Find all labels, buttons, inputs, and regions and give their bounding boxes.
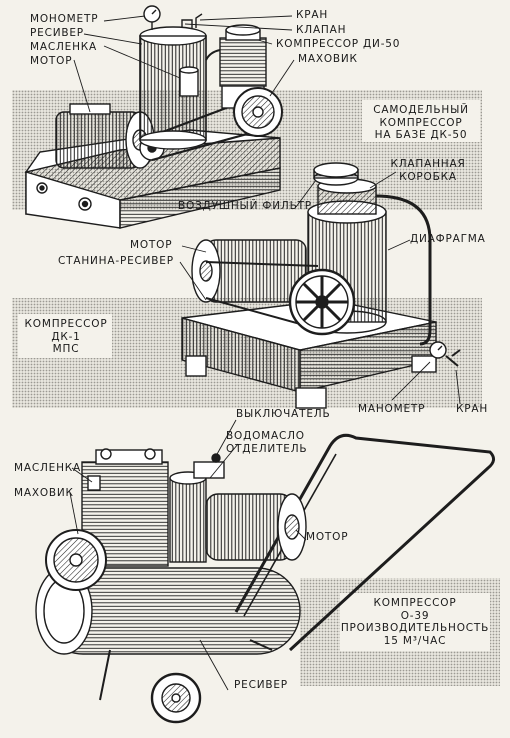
- caption-line: САМОДЕЛЬНЫЙ: [373, 104, 469, 116]
- label-manometer-mid: МАНОМЕТР: [358, 403, 426, 415]
- label-valve-top: КЛАПАН: [296, 24, 347, 36]
- label-switch: ВЫКЛЮЧАТЕЛЬ: [236, 408, 331, 420]
- label-manometer-top: МОНОМЕТР: [30, 13, 99, 25]
- label-diaphragm: ДИАФРАГМА: [410, 233, 486, 245]
- label-oiler-bottom: МАСЛЕНКА: [14, 462, 82, 474]
- label-compressor-di50: КОМПРЕССОР ДИ-50: [276, 38, 401, 50]
- label-tap-top: КРАН: [296, 9, 329, 21]
- label-separator-line: ОТДЕЛИТЕЛЬ: [226, 442, 308, 455]
- label-receiver-bottom: РЕСИВЕР: [234, 679, 288, 691]
- caption-line: О-39: [400, 609, 430, 622]
- label-water-oil-separator: ВОДОМАСЛО ОТДЕЛИТЕЛЬ: [226, 430, 324, 455]
- caption-line: КОМПРЕССОР: [373, 597, 457, 609]
- label-frame-receiver: СТАНИНА-РЕСИВЕР: [58, 255, 174, 267]
- caption-dk1-compressor: КОМПРЕССОР ДК-1 МПС: [22, 318, 110, 356]
- caption-line: НА БАЗЕ ДК-50: [374, 129, 468, 142]
- caption-homemade-compressor: САМОДЕЛЬНЫЙ КОМПРЕССОР НА БАЗЕ ДК-50: [364, 104, 478, 142]
- label-flywheel-bottom: МАХОВИК: [14, 487, 74, 499]
- label-flywheel-top: МАХОВИК: [298, 53, 358, 65]
- label-motor-top: МОТОР: [30, 55, 73, 67]
- label-motor-mid: МОТОР: [130, 239, 173, 251]
- label-motor-bottom: МОТОР: [306, 531, 349, 543]
- label-air-filter: ВОЗДУШНЫЙ ФИЛЬТР: [178, 200, 312, 212]
- homemade-compressor-drawing: [24, 5, 283, 229]
- caption-line: КОМПРЕССОР: [379, 116, 463, 129]
- caption-o39-compressor: КОМПРЕССОР О-39 ПРОИЗВОДИТЕЛЬНОСТЬ 15 М³…: [340, 597, 490, 647]
- label-oiler-top: МАСЛЕНКА: [30, 41, 98, 53]
- caption-line: 15 М³/ЧАС: [383, 634, 447, 647]
- label-valve-box-line: КЛАПАННАЯ: [390, 158, 466, 170]
- caption-line: МПС: [52, 343, 80, 356]
- caption-line: ДК-1: [51, 330, 81, 343]
- label-valve-box-line: КОРОБКА: [399, 170, 457, 183]
- o39-compressor-drawing: [35, 433, 495, 724]
- label-separator-line: ВОДОМАСЛО: [226, 430, 305, 442]
- caption-line: ПРОИЗВОДИТЕЛЬНОСТЬ: [340, 622, 490, 635]
- label-valve-box: КЛАПАННАЯ КОРОБКА: [388, 158, 468, 183]
- leader-lines: [69, 15, 461, 691]
- dk1-compressor-drawing: [181, 162, 461, 409]
- label-receiver-top: РЕСИВЕР: [30, 27, 84, 39]
- label-tap-mid: КРАН: [456, 403, 489, 415]
- caption-line: КОМПРЕССОР: [24, 318, 108, 330]
